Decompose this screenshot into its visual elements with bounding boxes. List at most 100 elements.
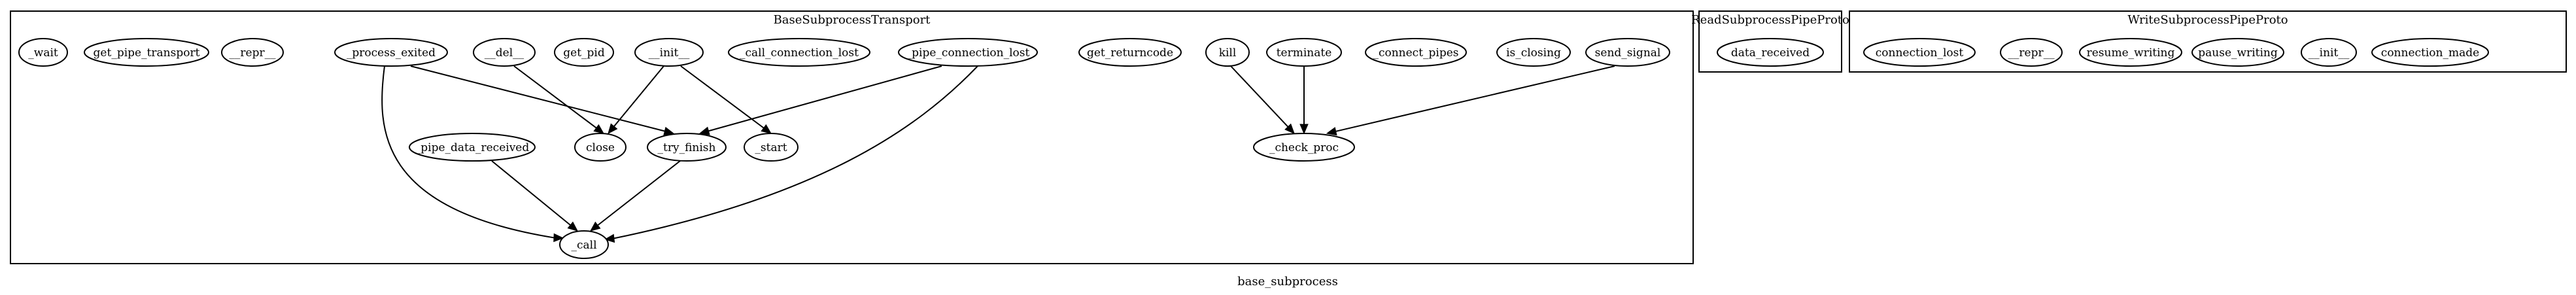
node-ellipse xyxy=(18,38,68,67)
node-label: terminate xyxy=(1277,46,1332,60)
node-label: _wait xyxy=(28,46,58,60)
node-write-pause-writing: pause_writing xyxy=(2191,38,2284,67)
node-ellipse xyxy=(2079,38,2182,67)
node-label: connection_made xyxy=(2381,46,2479,60)
edge-del-to-close xyxy=(513,65,605,134)
nodes-layer: _wait get_pipe_transport __repr__ _process_… xyxy=(18,38,2489,259)
edge-line xyxy=(1335,65,1615,132)
node-ellipse xyxy=(1863,38,1976,67)
node-ellipse xyxy=(221,38,284,67)
node-label: __init__ xyxy=(649,46,690,60)
node-base-try-finish: _try_finish xyxy=(647,133,727,162)
edge-line xyxy=(708,65,942,132)
arrowhead xyxy=(1326,127,1337,136)
graph-title: base_subprocess xyxy=(1237,275,1338,288)
edge-init-b-to-start xyxy=(680,65,772,134)
node-label: __del__ xyxy=(485,46,524,60)
cluster-write: WriteSubprocessPipeProto xyxy=(1849,10,2567,73)
node-ellipse xyxy=(473,38,536,67)
node-ellipse xyxy=(1365,38,1467,67)
node-ellipse xyxy=(2301,38,2357,67)
node-ellipse xyxy=(1266,38,1342,67)
node-write-init-w: __init__ xyxy=(2301,38,2357,67)
node-ellipse xyxy=(2191,38,2284,67)
node-label: get_pipe_transport xyxy=(94,46,200,60)
node-base-get-pid: get_pid xyxy=(554,38,614,67)
node-ellipse xyxy=(728,38,870,67)
edge-pipe-connection-lost-to-try-finish xyxy=(698,65,942,135)
arrowhead xyxy=(608,123,618,134)
node-ellipse xyxy=(334,38,448,67)
edge-process-exited-to-try-finish xyxy=(410,65,675,135)
node-label: is_closing xyxy=(1506,46,1561,60)
node-ellipse xyxy=(647,133,727,162)
arrowhead xyxy=(698,126,710,135)
node-label: connection_lost xyxy=(1876,46,1964,60)
node-label: pause_writing xyxy=(2198,46,2278,60)
node-ellipse xyxy=(744,133,799,162)
node-base-get-pipe-transport: get_pipe_transport xyxy=(84,38,209,67)
edge-line xyxy=(513,65,597,129)
node-base-kill: kill xyxy=(1205,38,1250,67)
arrowhead xyxy=(663,126,675,135)
node-label: _check_proc xyxy=(1269,141,1339,154)
arrowhead xyxy=(589,221,601,232)
node-write-connection-lost: connection_lost xyxy=(1863,38,1976,67)
arrowhead xyxy=(1284,123,1295,134)
node-ellipse xyxy=(634,38,704,67)
cluster-box xyxy=(1698,10,1842,73)
node-label: _start xyxy=(755,141,787,154)
node-base-close: close xyxy=(574,133,627,162)
node-write-connection-made: connection_made xyxy=(2371,38,2489,67)
cluster-box xyxy=(10,10,1694,264)
edge-line xyxy=(410,65,665,132)
node-base-call: _call xyxy=(559,230,609,259)
edges-layer xyxy=(381,65,1615,243)
node-ellipse xyxy=(1253,133,1355,162)
node-ellipse xyxy=(2000,38,2063,67)
node-label: _pipe_data_received xyxy=(415,141,530,154)
node-base-pipe-connection-lost: _pipe_connection_lost xyxy=(898,38,1038,67)
node-label: __repr__ xyxy=(229,46,276,60)
cluster-base: BaseSubprocessTransport xyxy=(10,10,1694,264)
edge-terminate-to-check-proc xyxy=(1299,66,1309,135)
node-label: _connect_pipes xyxy=(1373,46,1458,60)
edge-line xyxy=(680,65,764,129)
arrowhead xyxy=(761,124,772,134)
node-label: _process_exited xyxy=(347,46,436,60)
cluster-label: BaseSubprocessTransport xyxy=(774,13,931,27)
node-base-connect-pipes: _connect_pipes xyxy=(1365,38,1467,67)
cluster-box xyxy=(1849,10,2567,73)
node-label: kill xyxy=(1219,46,1237,60)
node-read-data-received: data_received xyxy=(1717,38,1824,67)
edge-line xyxy=(613,65,664,127)
node-base-init-b: __init__ xyxy=(634,38,704,67)
node-label: __init__ xyxy=(2309,46,2350,60)
node-ellipse xyxy=(1585,38,1670,67)
node-label: _call_connection_lost xyxy=(740,46,859,60)
node-ellipse xyxy=(409,133,536,162)
node-label: close xyxy=(586,141,615,154)
node-base-start: _start xyxy=(744,133,799,162)
edge-pipe-data-received-to-call xyxy=(491,160,578,232)
node-label: _call xyxy=(571,239,596,252)
node-ellipse xyxy=(559,230,609,259)
node-base-repr-b: __repr__ xyxy=(221,38,284,67)
node-ellipse xyxy=(1717,38,1824,67)
node-base-get-returncode: get_returncode xyxy=(1078,38,1182,67)
edge-line xyxy=(613,65,978,239)
node-label: get_returncode xyxy=(1087,46,1173,60)
arrowhead xyxy=(593,124,605,134)
node-ellipse xyxy=(1496,38,1571,67)
edge-process-exited-to-call xyxy=(381,65,564,243)
arrowhead xyxy=(553,233,564,243)
node-label: send_signal xyxy=(1595,46,1661,60)
edge-try-finish-to-call xyxy=(589,160,681,232)
node-base-terminate: terminate xyxy=(1266,38,1342,67)
arrowhead xyxy=(604,234,615,243)
node-base-wait: _wait xyxy=(18,38,68,67)
edge-line xyxy=(597,160,681,226)
node-ellipse xyxy=(1078,38,1182,67)
node-base-call-connection-lost: _call_connection_lost xyxy=(728,38,870,67)
node-label: _try_finish xyxy=(658,141,716,154)
